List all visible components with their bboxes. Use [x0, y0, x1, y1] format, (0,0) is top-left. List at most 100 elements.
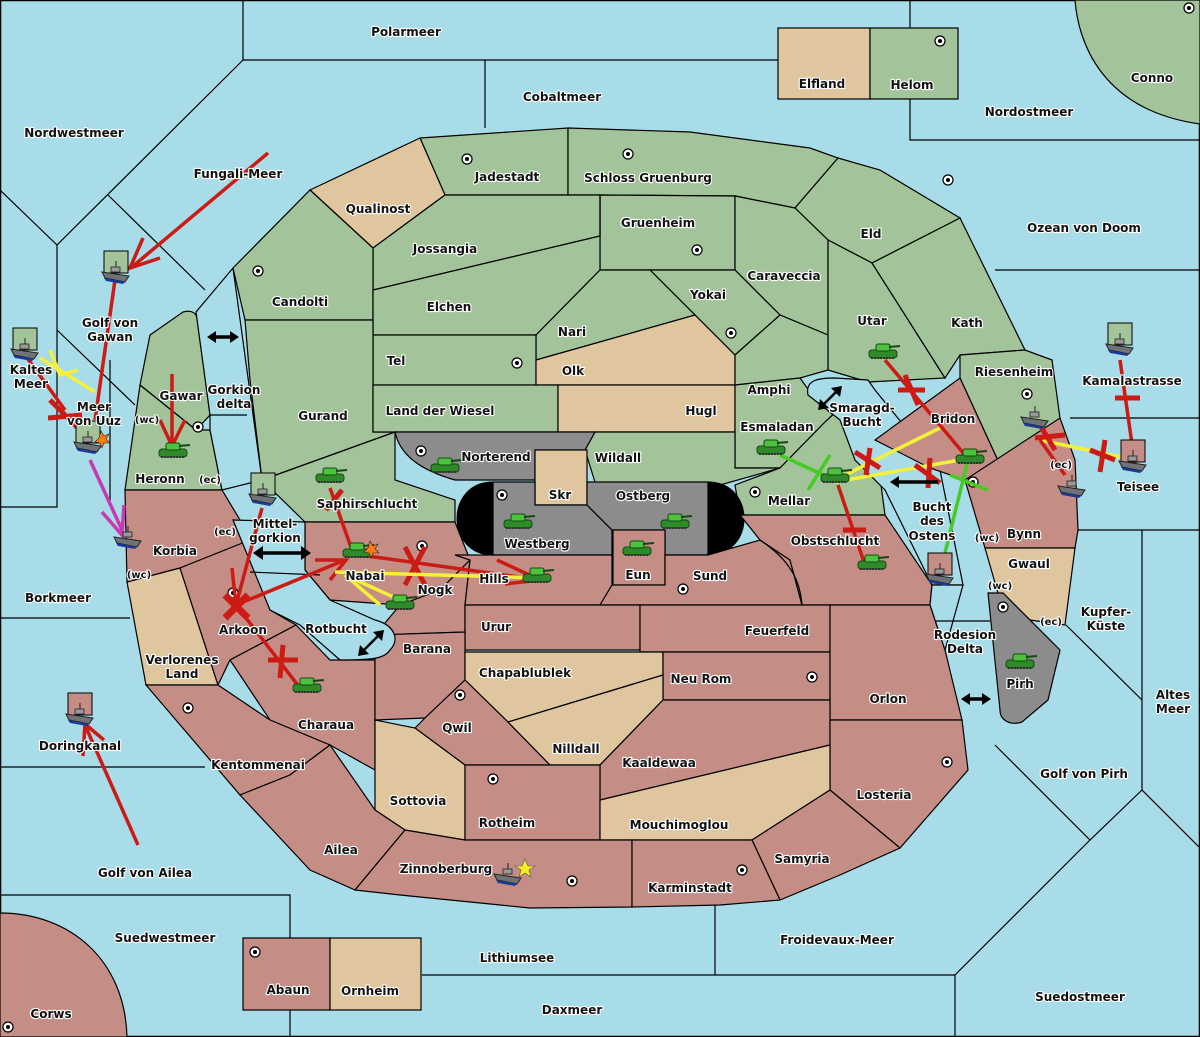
army-unit-icon[interactable] [430, 457, 463, 473]
army-unit-icon[interactable] [522, 567, 555, 583]
region-eun[interactable] [612, 529, 666, 586]
region-rodesion-delta[interactable] [929, 584, 964, 653]
label-utar: Utar [857, 314, 887, 328]
label-urur: Urur [481, 620, 511, 634]
army-unit-icon[interactable] [660, 513, 693, 529]
label-caraveccia: Caraveccia [747, 269, 820, 283]
label-froidevaux-meer: Froidevaux-Meer [780, 933, 894, 947]
region-helom[interactable] [869, 27, 959, 100]
region-mittel-gorkion[interactable] [232, 519, 396, 661]
hold-support [806, 454, 832, 491]
region-ailea[interactable] [238, 744, 406, 891]
supply-center-icon [997, 601, 1009, 613]
supply-center-icon [736, 864, 748, 876]
orders [23, 151, 1140, 846]
region-jadestadt[interactable] [419, 127, 569, 196]
fleet-unit-icon[interactable] [493, 858, 536, 886]
label-nari: Nari [558, 325, 586, 339]
army-unit-icon[interactable] [158, 442, 191, 458]
fleet-unit-icon[interactable] [1105, 322, 1134, 356]
label-gurand: Gurand [298, 409, 348, 423]
army-unit-icon[interactable] [292, 677, 325, 693]
label-riesenheim: Riesenheim [975, 365, 1054, 379]
region-tel[interactable] [372, 334, 537, 386]
label-conno: Conno [1131, 71, 1173, 85]
failed-marker [277, 644, 286, 679]
label-eun: Eun [625, 568, 650, 582]
region-ornheim[interactable] [329, 937, 422, 1011]
label-corws: Corws [30, 1007, 71, 1021]
move-order [1038, 438, 1067, 477]
units [10, 250, 1147, 886]
coast-tag-gwaul-ec: (ec) [1040, 617, 1062, 628]
label-jadestadt: Jadestadt [474, 170, 540, 184]
label-obstschlucht: Obstschlucht [791, 534, 880, 548]
label-korbia: Korbia [153, 544, 197, 558]
region-corws[interactable] [0, 912, 128, 1037]
fleet-unit-icon[interactable] [925, 552, 954, 586]
coast-tag-gawar-wc: (wc) [135, 415, 159, 426]
fleet-unit-icon[interactable] [10, 327, 39, 361]
army-unit-icon[interactable] [622, 540, 655, 556]
label-meer-von-uuz: von Uuz [67, 414, 121, 428]
label-skr: Skr [549, 488, 572, 502]
army-unit-icon[interactable] [756, 439, 789, 455]
label-gruenheim: Gruenheim [621, 216, 695, 230]
failed-marker [47, 412, 83, 421]
label-barana: Barana [403, 642, 451, 656]
army-unit-icon[interactable] [385, 594, 418, 610]
army-unit-icon[interactable] [955, 448, 988, 464]
fleet-unit-icon[interactable] [1020, 406, 1049, 429]
supply-center-icon [691, 244, 703, 256]
label-nabai: Nabai [346, 569, 385, 583]
label-neu-rom: Neu Rom [671, 672, 732, 686]
army-unit-icon[interactable] [820, 467, 853, 483]
label-kupfer-kueste: Küste [1087, 619, 1126, 633]
label-mittel-gorkion: Mittel- [253, 517, 298, 531]
fleet-unit-icon[interactable] [1057, 475, 1086, 498]
support-order [39, 356, 96, 394]
fleet-unit-icon[interactable] [248, 472, 277, 506]
move-order [234, 507, 264, 606]
label-heronn: Heronn [135, 472, 184, 486]
fleet-unit-icon[interactable] [101, 250, 130, 284]
label-abaun: Abaun [266, 983, 309, 997]
double-arrow-icon [821, 389, 839, 407]
supply-center-icon [182, 702, 194, 714]
label-verlorenes-land: Land [166, 667, 199, 681]
fleet-unit-icon[interactable] [113, 526, 142, 549]
army-unit-icon[interactable] [503, 513, 536, 529]
fleet-unit-icon[interactable] [73, 420, 111, 454]
region-gwaul[interactable] [984, 547, 1076, 626]
army-unit-icon[interactable] [868, 343, 901, 359]
army-unit-icon[interactable] [1005, 653, 1038, 669]
fleet-unit-icon[interactable] [1118, 439, 1147, 473]
label-elfland: Elfland [799, 77, 845, 91]
army-unit-icon[interactable] [315, 467, 348, 483]
label-land-der-wiesel: Land der Wiesel [386, 404, 495, 418]
army-unit-icon[interactable] [857, 554, 890, 570]
failed-marker [902, 374, 921, 406]
region-candolti[interactable] [232, 189, 374, 321]
label-mouchimoglou: Mouchimoglou [630, 818, 729, 832]
supply-center-icon [806, 671, 818, 683]
label-helom: Helom [890, 78, 933, 92]
label-nordwestmeer: Nordwestmeer [24, 126, 124, 140]
fleet-unit-icon[interactable] [65, 692, 94, 726]
region-karminstadt[interactable] [631, 839, 781, 908]
label-orlon: Orlon [869, 692, 906, 706]
region-conno[interactable] [1074, 0, 1200, 125]
label-kentommenai: Kentommenai [211, 758, 305, 772]
supply-center-icon [415, 445, 427, 457]
label-ailea: Ailea [324, 843, 358, 857]
army-unit-icon[interactable] [342, 540, 380, 559]
region-smaragd-bucht[interactable] [807, 377, 964, 586]
label-bucht-des-ostens: des [920, 514, 944, 528]
region-gruenheim[interactable] [599, 194, 736, 271]
support-order [334, 570, 546, 580]
region-hugl[interactable] [557, 384, 736, 433]
label-gwaul: Gwaul [1008, 557, 1050, 571]
supply-center-icon [511, 357, 523, 369]
coast-tag-gwaul-wc: (wc) [988, 581, 1012, 592]
label-charaua: Charaua [298, 718, 354, 732]
